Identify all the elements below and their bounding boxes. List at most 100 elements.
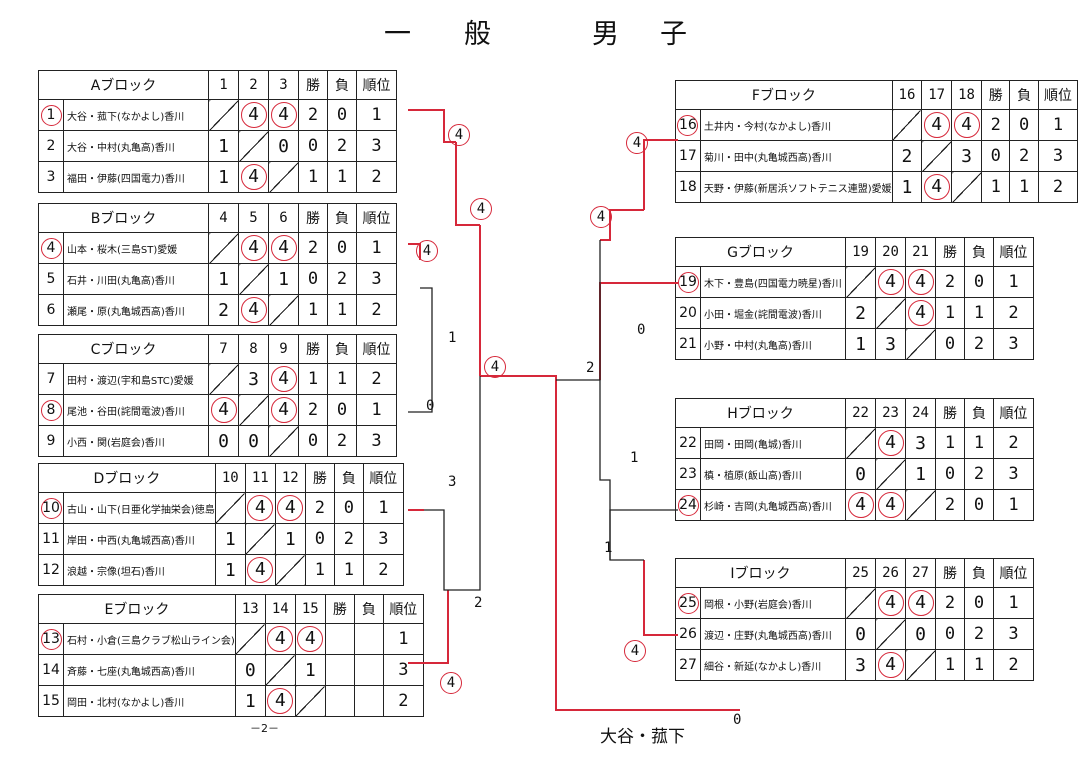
match-score: 4 bbox=[238, 232, 269, 264]
header-win: 勝 bbox=[324, 594, 355, 624]
match-score: 4 bbox=[294, 623, 326, 655]
loss-count: 1 bbox=[327, 363, 357, 395]
win-count: 0 bbox=[298, 425, 328, 457]
rank-value: 1 bbox=[362, 492, 404, 524]
loss-score: 1 bbox=[284, 528, 296, 550]
loss-score: 1 bbox=[244, 690, 256, 712]
bracket-line-i bbox=[643, 560, 678, 636]
team-name: 細谷・新延(なかよし)香川 bbox=[700, 649, 846, 681]
win-count: 1 bbox=[980, 171, 1011, 203]
rank-value: 1 bbox=[993, 587, 1034, 619]
team-number-text: 23 bbox=[679, 466, 697, 482]
rank-value: 2 bbox=[1037, 171, 1078, 203]
loss-score: 1 bbox=[224, 559, 236, 581]
rank-value: 1 bbox=[993, 489, 1034, 521]
win-score: 4 bbox=[877, 590, 904, 616]
team-number-text: 2 bbox=[46, 138, 56, 154]
match-score: 4 bbox=[875, 427, 906, 459]
team-number-text: 5 bbox=[46, 271, 56, 287]
bracket-score-final-bottom: 0 bbox=[733, 712, 742, 728]
rank-value: 3 bbox=[993, 328, 1034, 360]
rank-value: 1 bbox=[356, 394, 397, 426]
win-count: 0 bbox=[935, 458, 965, 490]
page-number: －2－ bbox=[250, 722, 279, 735]
bracket-score-bc-mid: 1 bbox=[448, 330, 457, 346]
col-number: 27 bbox=[905, 558, 936, 588]
loss-count: 0 bbox=[964, 489, 994, 521]
team-number-text: 7 bbox=[46, 371, 56, 387]
team-name: 岸田・中西(丸亀城西高)香川 bbox=[63, 523, 216, 555]
qualified-mark: 25 bbox=[677, 592, 699, 614]
match-score: 4 bbox=[264, 623, 296, 655]
team-number: 12 bbox=[38, 554, 64, 586]
team-number-text: 26 bbox=[679, 626, 697, 642]
team-name: 渡辺・庄野(丸亀城西高)香川 bbox=[700, 618, 846, 650]
loss-count: 2 bbox=[333, 523, 364, 555]
team-name: 古山・山下(日亜化学抽栄会)徳島 bbox=[63, 492, 216, 524]
loss-score: 0 bbox=[278, 135, 289, 157]
bracket-score-final-mid: 2 bbox=[586, 360, 595, 376]
team-number-text: 11 bbox=[42, 531, 60, 547]
rank-value: 3 bbox=[356, 263, 397, 295]
header-win: 勝 bbox=[304, 463, 335, 493]
loss-score: 2 bbox=[218, 299, 229, 321]
win-score: 4 bbox=[297, 626, 324, 652]
win-score: 4 bbox=[877, 492, 904, 518]
loss-score: 1 bbox=[218, 268, 229, 290]
win-score: 4 bbox=[240, 102, 267, 128]
rank-value: 3 bbox=[993, 618, 1034, 650]
header-win: 勝 bbox=[980, 80, 1011, 110]
win-score: 4 bbox=[210, 397, 237, 423]
match-score: 0 bbox=[845, 618, 876, 650]
team-number: 5 bbox=[38, 263, 64, 295]
self-cell bbox=[238, 394, 269, 426]
win-score: 4 bbox=[877, 269, 904, 295]
match-score: 4 bbox=[875, 489, 906, 521]
match-score: 2 bbox=[208, 294, 239, 326]
win-count: 1 bbox=[298, 294, 328, 326]
self-cell bbox=[921, 140, 953, 172]
win-score: 4 bbox=[240, 164, 267, 190]
bracket-score-de-top: 3 bbox=[448, 474, 457, 490]
header-loss: 負 bbox=[333, 463, 364, 493]
rank-value: 1 bbox=[356, 232, 397, 264]
team-name: 杉崎・吉岡(丸亀城西高)香川 bbox=[700, 489, 846, 521]
col-number: 17 bbox=[921, 80, 953, 110]
match-score: 1 bbox=[905, 458, 936, 490]
team-name: 大谷・中村(丸亀高)香川 bbox=[63, 130, 209, 162]
team-name: 瀬尾・原(丸亀城西高)香川 bbox=[63, 294, 209, 326]
bracket-score-ab-win: 4 bbox=[448, 124, 470, 146]
bracket-line-de bbox=[424, 509, 448, 591]
win-score: 4 bbox=[267, 626, 294, 652]
col-number: 7 bbox=[208, 334, 239, 364]
header-win: 勝 bbox=[298, 334, 328, 364]
team-number: 15 bbox=[38, 685, 64, 717]
bracket-score-c-bottom: 0 bbox=[426, 398, 435, 414]
block-label: Bブロック bbox=[38, 203, 209, 233]
team-number: 7 bbox=[38, 363, 64, 395]
match-score: 1 bbox=[891, 171, 923, 203]
win-score: 4 bbox=[270, 366, 297, 392]
qualified-mark: 4 bbox=[40, 237, 62, 259]
header-rank: 順位 bbox=[356, 334, 397, 364]
loss-score: 0 bbox=[855, 463, 866, 485]
win-count: 1 bbox=[935, 649, 965, 681]
bracket-line-hi bbox=[599, 380, 611, 560]
self-cell bbox=[268, 161, 299, 193]
block-label: Cブロック bbox=[38, 334, 209, 364]
team-number-text: 20 bbox=[679, 305, 697, 321]
match-score: 4 bbox=[244, 554, 276, 586]
col-number: 16 bbox=[891, 80, 923, 110]
